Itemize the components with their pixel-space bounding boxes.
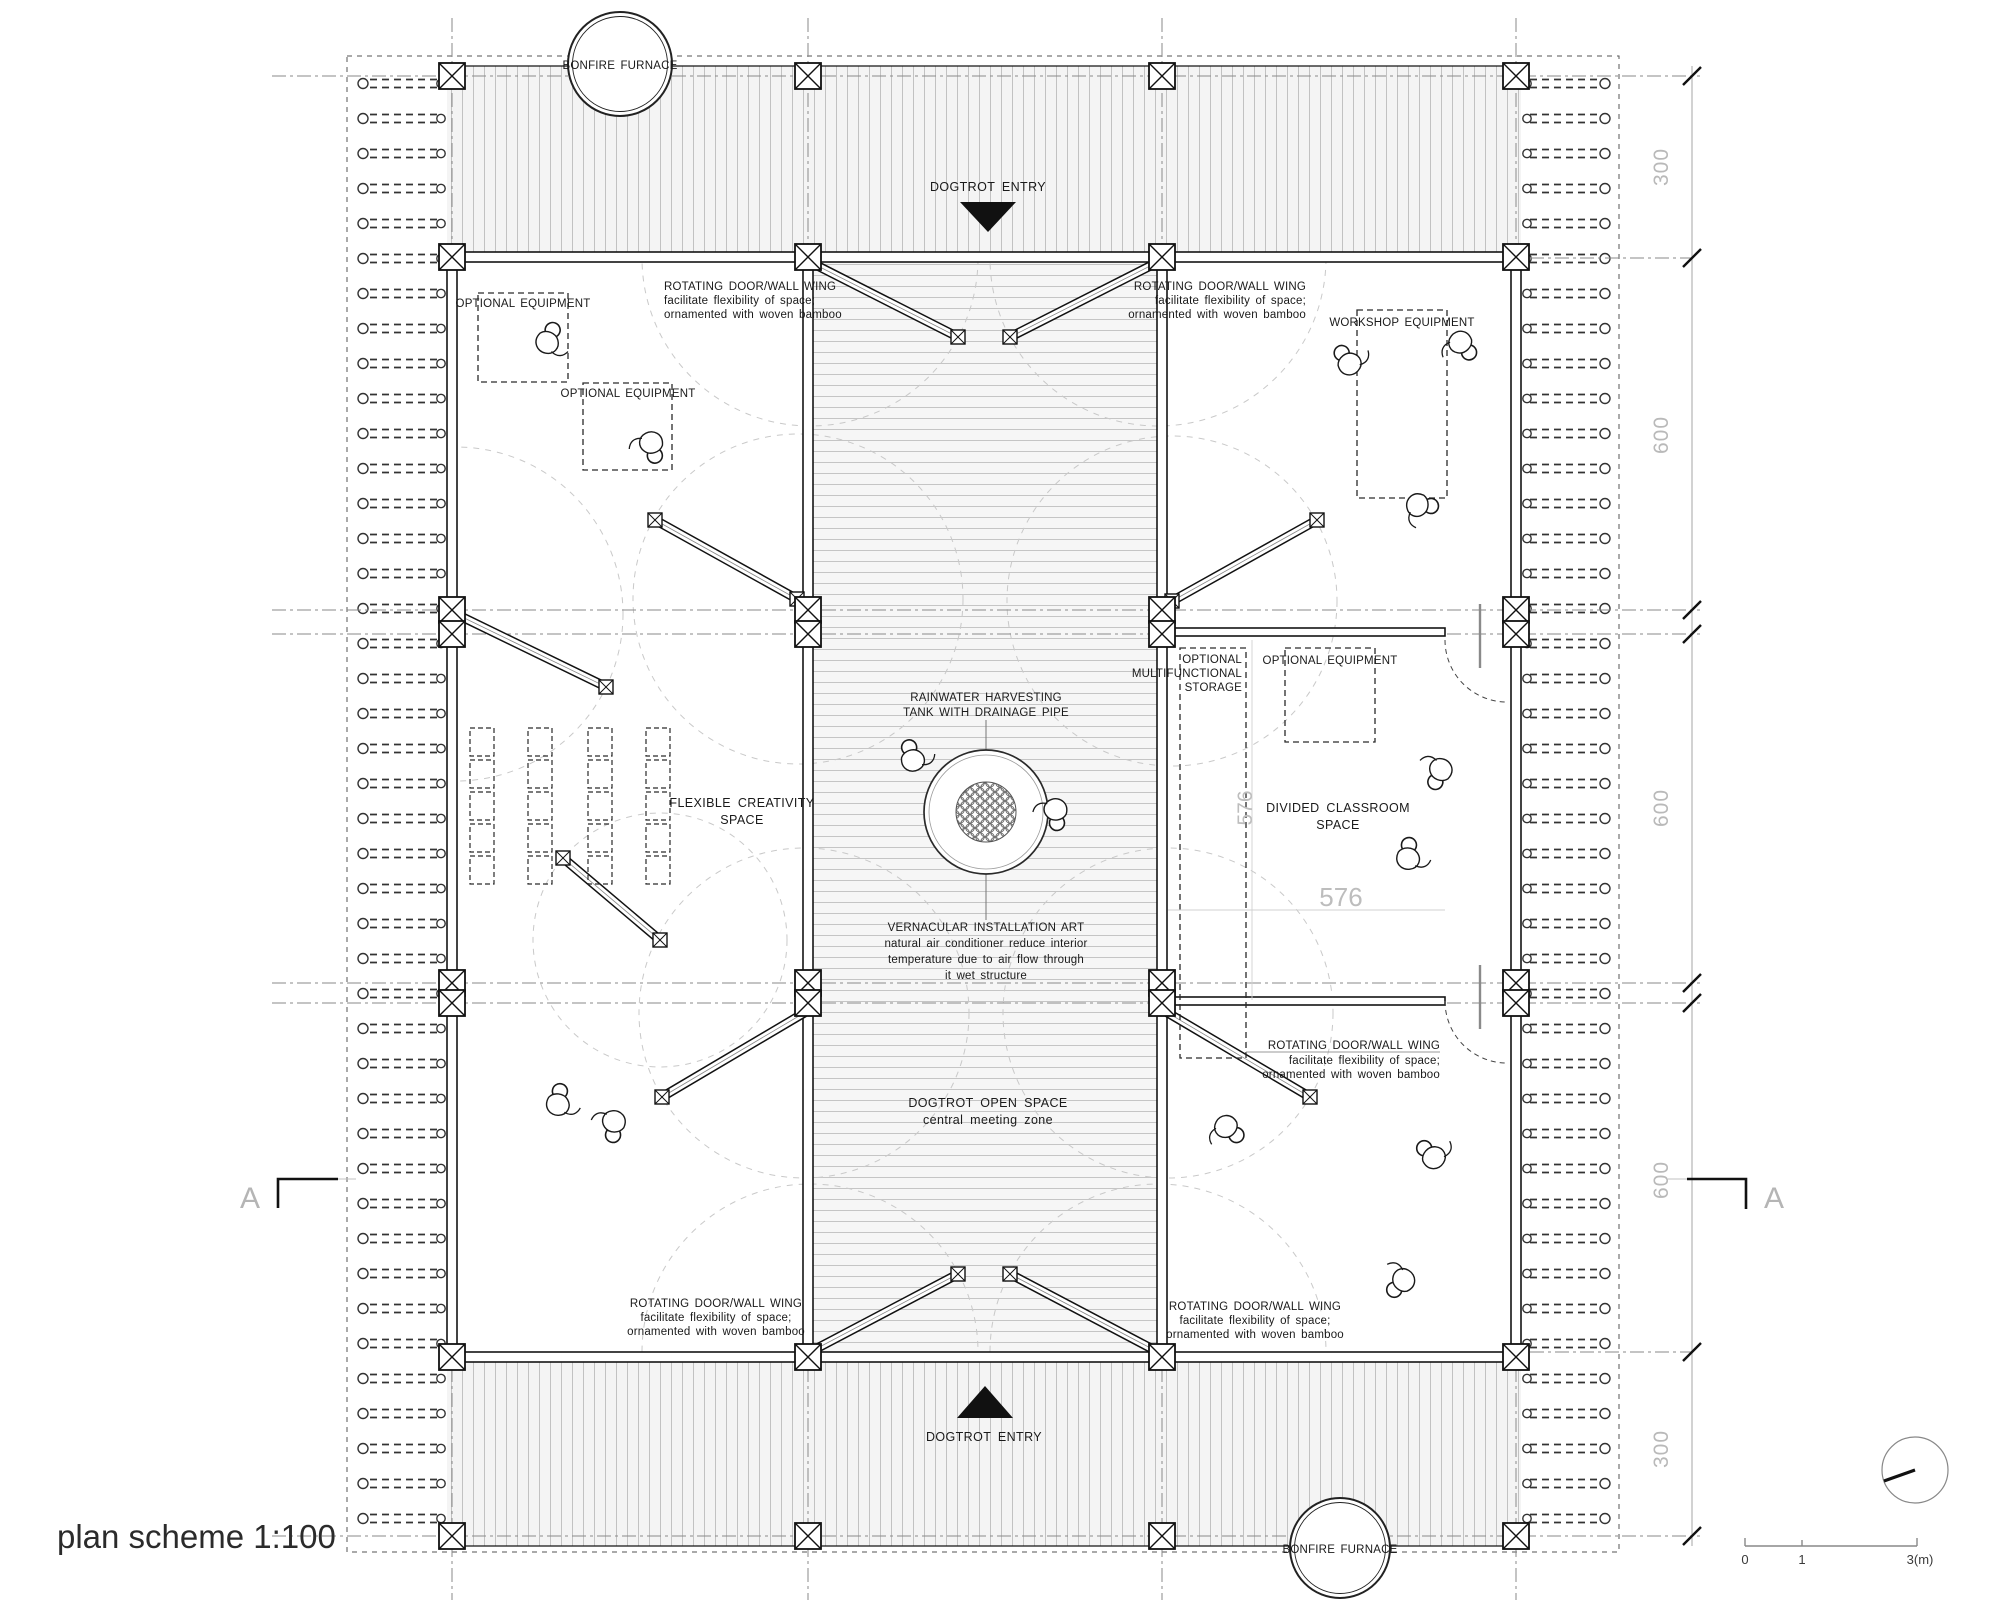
bonfire-furnace-bottom: BONFIRE FURNACE (1283, 1497, 1398, 1599)
dogtrot-entry-top: DOGTROT ENTRY (930, 180, 1046, 232)
rotating-wing-note-lower-right: ROTATING DOOR/WALL WING (1169, 1301, 1341, 1313)
svg-text:SPACE: SPACE (720, 813, 763, 827)
rotating-wings (448, 257, 1325, 1357)
bamboo-tie-strip-left (356, 66, 447, 1546)
svg-text:300: 300 (1650, 148, 1673, 186)
rotating-wing-note-mid-right: ROTATING DOOR/WALL WING (1268, 1040, 1440, 1052)
optional-equipment-label-1: OPTIONAL EQUIPMENT (456, 298, 591, 310)
flexible-space-tables (469, 727, 671, 885)
bonfire-furnace-top: BONFIRE FURNACE (563, 11, 678, 117)
svg-text:facilitate flexibility of spac: facilitate flexibility of space; (664, 295, 815, 307)
rotating-wing-note-upper-right: ROTATING DOOR/WALL WING (1134, 281, 1306, 293)
svg-text:3(m): 3(m) (1907, 1552, 1934, 1567)
multifunctional-storage-box (1179, 647, 1247, 1059)
svg-text:600: 600 (1650, 416, 1673, 454)
svg-text:ornamented with woven bamboo: ornamented with woven bamboo (627, 1326, 805, 1338)
svg-text:facilitate flexibility of spac: facilitate flexibility of space; (640, 1312, 791, 1324)
svg-text:temperature due to air flow th: temperature due to air flow through (888, 954, 1084, 966)
annotations: ROTATING DOOR/WALL WING facilitate flexi… (456, 281, 1475, 1341)
flexible-space-label: FLEXIBLE CREATIVITY (669, 796, 814, 810)
svg-text:central meeting zone: central meeting zone (923, 1113, 1053, 1127)
svg-text:A: A (240, 1182, 260, 1215)
svg-text:MULTIFUNCTIONAL: MULTIFUNCTIONAL (1132, 668, 1243, 680)
bamboo-tie-strip-right (1521, 66, 1612, 1546)
svg-text:A: A (1764, 1182, 1784, 1215)
site-boundary (346, 55, 1620, 1553)
svg-text:0: 0 (1741, 1552, 1748, 1567)
classroom-doors (1444, 604, 1508, 1064)
workshop-equipment-box (1356, 309, 1448, 499)
svg-text:facilitate flexibility of spac: facilitate flexibility of space; (1289, 1055, 1440, 1067)
north-symbol (1881, 1436, 1949, 1504)
svg-text:it wet structure: it wet structure (945, 970, 1027, 982)
svg-text:SPACE: SPACE (1316, 818, 1359, 832)
svg-text:DOGTROT ENTRY: DOGTROT ENTRY (926, 1430, 1042, 1444)
section-marker-left: A (240, 1177, 356, 1215)
rotating-wing-note-lower-left: ROTATING DOOR/WALL WING (630, 1298, 802, 1310)
dogtrot-space-label: DOGTROT OPEN SPACE (908, 1096, 1067, 1110)
svg-text:1: 1 (1798, 1552, 1805, 1567)
svg-text:DOGTROT ENTRY: DOGTROT ENTRY (930, 180, 1046, 194)
optional-equipment-box-1 (477, 292, 569, 383)
scale-bar: 0 1 3(m) (1741, 1538, 1933, 1567)
classroom-label: DIVIDED CLASSROOM (1266, 801, 1410, 815)
dim-576-vertical: 576 (1234, 790, 1257, 825)
svg-text:STORAGE: STORAGE (1185, 682, 1243, 694)
svg-text:600: 600 (1650, 1161, 1673, 1199)
optional-equipment-label-2: OPTIONAL EQUIPMENT (561, 388, 696, 400)
svg-text:600: 600 (1650, 789, 1673, 827)
dimension-chain: 300 600 600 600 300 (1650, 66, 1702, 1546)
svg-text:ornamented with woven bamboo: ornamented with woven bamboo (1262, 1069, 1440, 1081)
vernacular-label: VERNACULAR INSTALLATION ART (888, 922, 1085, 934)
optional-equipment-label-3: OPTIONAL EQUIPMENT (1263, 655, 1398, 667)
svg-text:ornamented with woven bamboo: ornamented with woven bamboo (1128, 309, 1306, 321)
svg-text:TANK WITH DRAINAGE PIPE: TANK WITH DRAINAGE PIPE (903, 707, 1069, 719)
svg-text:300: 300 (1650, 1430, 1673, 1468)
optional-equipment-box-2 (582, 382, 673, 471)
svg-text:BONFIRE FURNACE: BONFIRE FURNACE (1283, 1544, 1398, 1556)
rainwater-tank (923, 720, 1049, 920)
storage-label: OPTIONAL (1182, 654, 1242, 666)
optional-equipment-box-3 (1284, 647, 1376, 743)
svg-text:facilitate flexibility of spac: facilitate flexibility of space; (1179, 1315, 1330, 1327)
svg-text:BONFIRE FURNACE: BONFIRE FURNACE (563, 60, 678, 72)
section-marker-right: A (1668, 1177, 1784, 1215)
rotating-wing-note-upper-left: ROTATING DOOR/WALL WING (664, 281, 836, 293)
svg-text:natural air conditioner reduce: natural air conditioner reduce interior (884, 938, 1087, 950)
svg-text:ornamented with woven bamboo: ornamented with woven bamboo (664, 309, 842, 321)
rainwater-label: RAINWATER HARVESTING (910, 692, 1061, 704)
dim-576-horizontal: 576 (1319, 882, 1362, 912)
sheet-title: plan scheme 1:100 (57, 1518, 336, 1555)
svg-text:facilitate flexibility of spac: facilitate flexibility of space; (1155, 295, 1306, 307)
svg-text:ornamented with woven bamboo: ornamented with woven bamboo (1166, 1329, 1344, 1341)
dogtrot-entry-bottom: DOGTROT ENTRY (926, 1386, 1042, 1444)
workshop-equipment-label: WORKSHOP EQUIPMENT (1329, 317, 1474, 329)
